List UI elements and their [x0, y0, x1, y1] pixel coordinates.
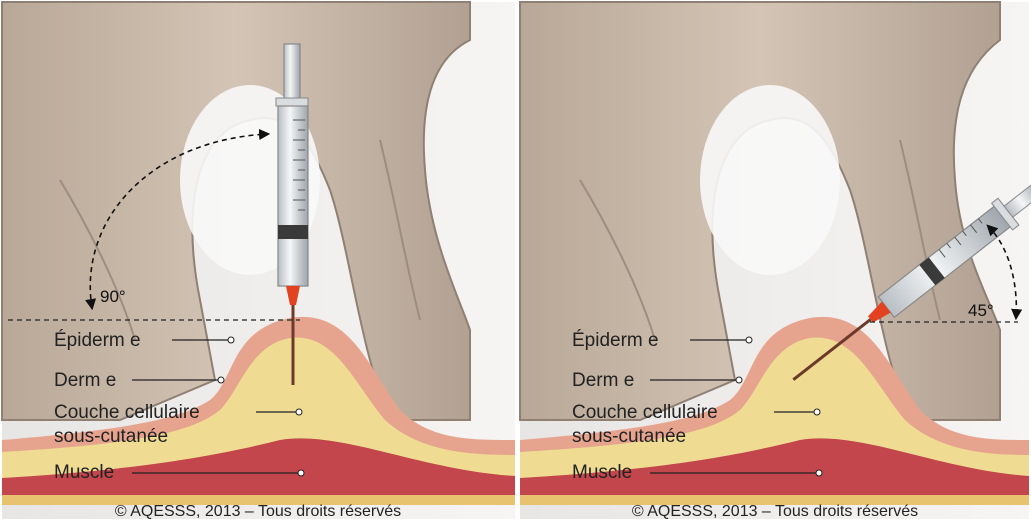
left-copyright: © AQESSS, 2013 – Tous droits réservés	[115, 503, 401, 520]
right-label-muscle: Muscle	[572, 462, 632, 483]
left-label-subcutaneous-1: Couche cellulaire	[54, 402, 200, 423]
left-label-dermis: Derm e	[54, 370, 116, 391]
right-angle-label: 45°	[968, 301, 994, 320]
right-label-subcutaneous-1: Couche cellulaire	[572, 402, 718, 423]
right-label-epidermis: Épiderm e	[572, 330, 659, 351]
left-angle-label: 90°	[100, 287, 126, 306]
right-label-dermis: Derm e	[572, 370, 634, 391]
right-panel: 45° Épiderm e Derm e Couche cellulaire s…	[520, 2, 1031, 520]
left-label-subcutaneous-2: sous-cutanée	[54, 426, 168, 447]
left-label-epidermis: Épiderm e	[54, 330, 141, 351]
left-panel: 90° Épiderm e Derm e Couche cellulaire s…	[2, 2, 515, 520]
left-label-muscle: Muscle	[54, 462, 114, 483]
right-copyright: © AQESSS, 2013 – Tous droits réservés	[632, 503, 918, 520]
right-label-subcutaneous-2: sous-cutanée	[572, 426, 686, 447]
